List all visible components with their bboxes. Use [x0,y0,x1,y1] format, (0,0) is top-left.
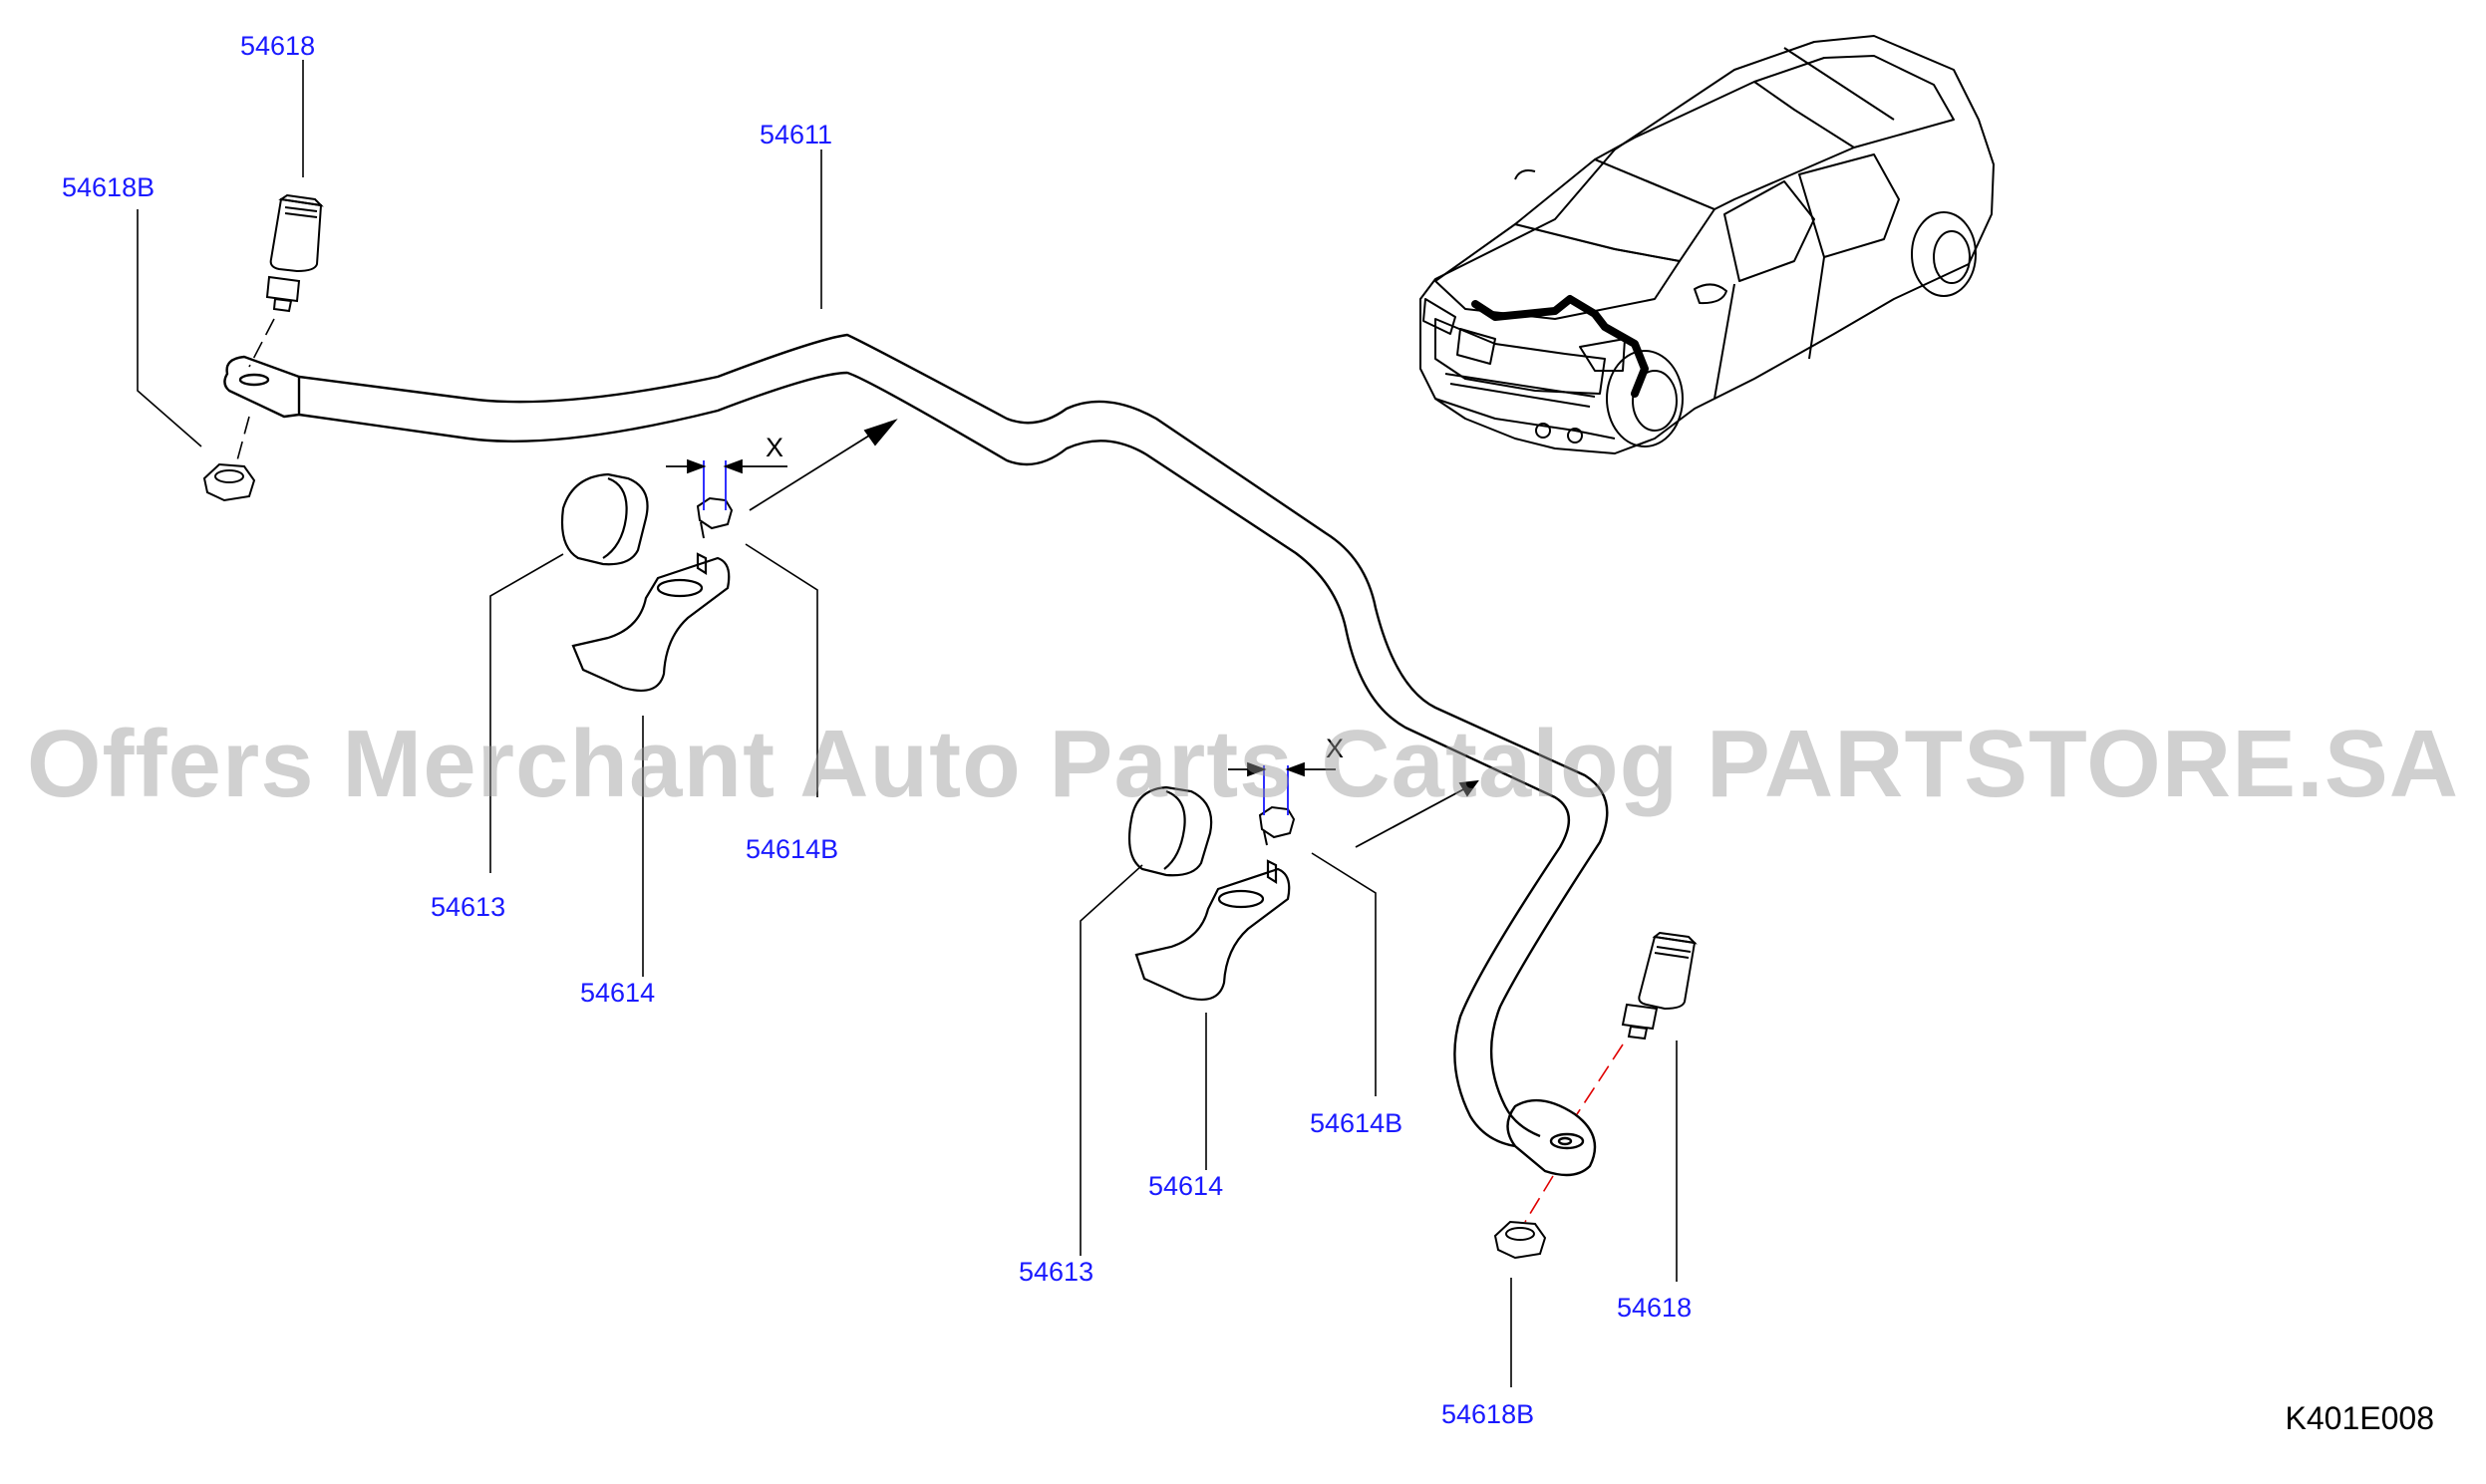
centre-clamp[interactable] [1134,859,1291,1001]
callout-54614-left[interactable]: 54614 [580,978,655,1008]
car-locator-icon [1419,35,1995,454]
lower-right-axis-lower [1524,1175,1554,1223]
lower-right-stud[interactable] [1621,931,1698,1040]
dimension-left [666,419,898,511]
callout-54618b-upper[interactable]: 54618B [62,172,155,202]
dimension-centre-label: X [1326,734,1344,763]
centre-bolt[interactable] [1258,805,1296,846]
leader-lines [137,60,1678,1387]
lower-right-nut[interactable] [1493,1220,1547,1260]
callout-54613-centre[interactable]: 54613 [1019,1257,1093,1287]
upper-left-stud[interactable] [265,193,324,313]
left-clamp[interactable] [571,552,731,692]
dimension-left-label: X [766,433,783,462]
callout-54614b-left[interactable]: 54614B [746,834,838,864]
callout-54614-centre[interactable]: 54614 [1148,1171,1223,1201]
callout-54618b-lower[interactable]: 54618B [1441,1399,1534,1429]
watermark-text: Offers Merchant Auto Parts Catalog PARTS… [26,711,2460,817]
upper-left-nut[interactable] [202,462,256,502]
callout-54618-upper[interactable]: 54618 [240,31,315,61]
upper-left-axis-lower [236,416,250,461]
callout-54611[interactable]: 54611 [760,120,832,149]
dimension-centre [1228,761,1479,848]
left-bolt[interactable] [696,496,734,539]
callout-54618-lower[interactable]: 54618 [1617,1293,1692,1323]
upper-left-axis [248,318,275,368]
drawing-code: K401E008 [2285,1400,2434,1436]
callout-54613-left[interactable]: 54613 [431,892,505,922]
left-bushing[interactable] [560,472,649,566]
stabilizer-bar[interactable] [223,333,1609,1177]
callout-54614b-centre[interactable]: 54614B [1310,1108,1402,1138]
lower-right-axis [1576,1043,1624,1115]
centre-bushing[interactable] [1127,785,1213,877]
